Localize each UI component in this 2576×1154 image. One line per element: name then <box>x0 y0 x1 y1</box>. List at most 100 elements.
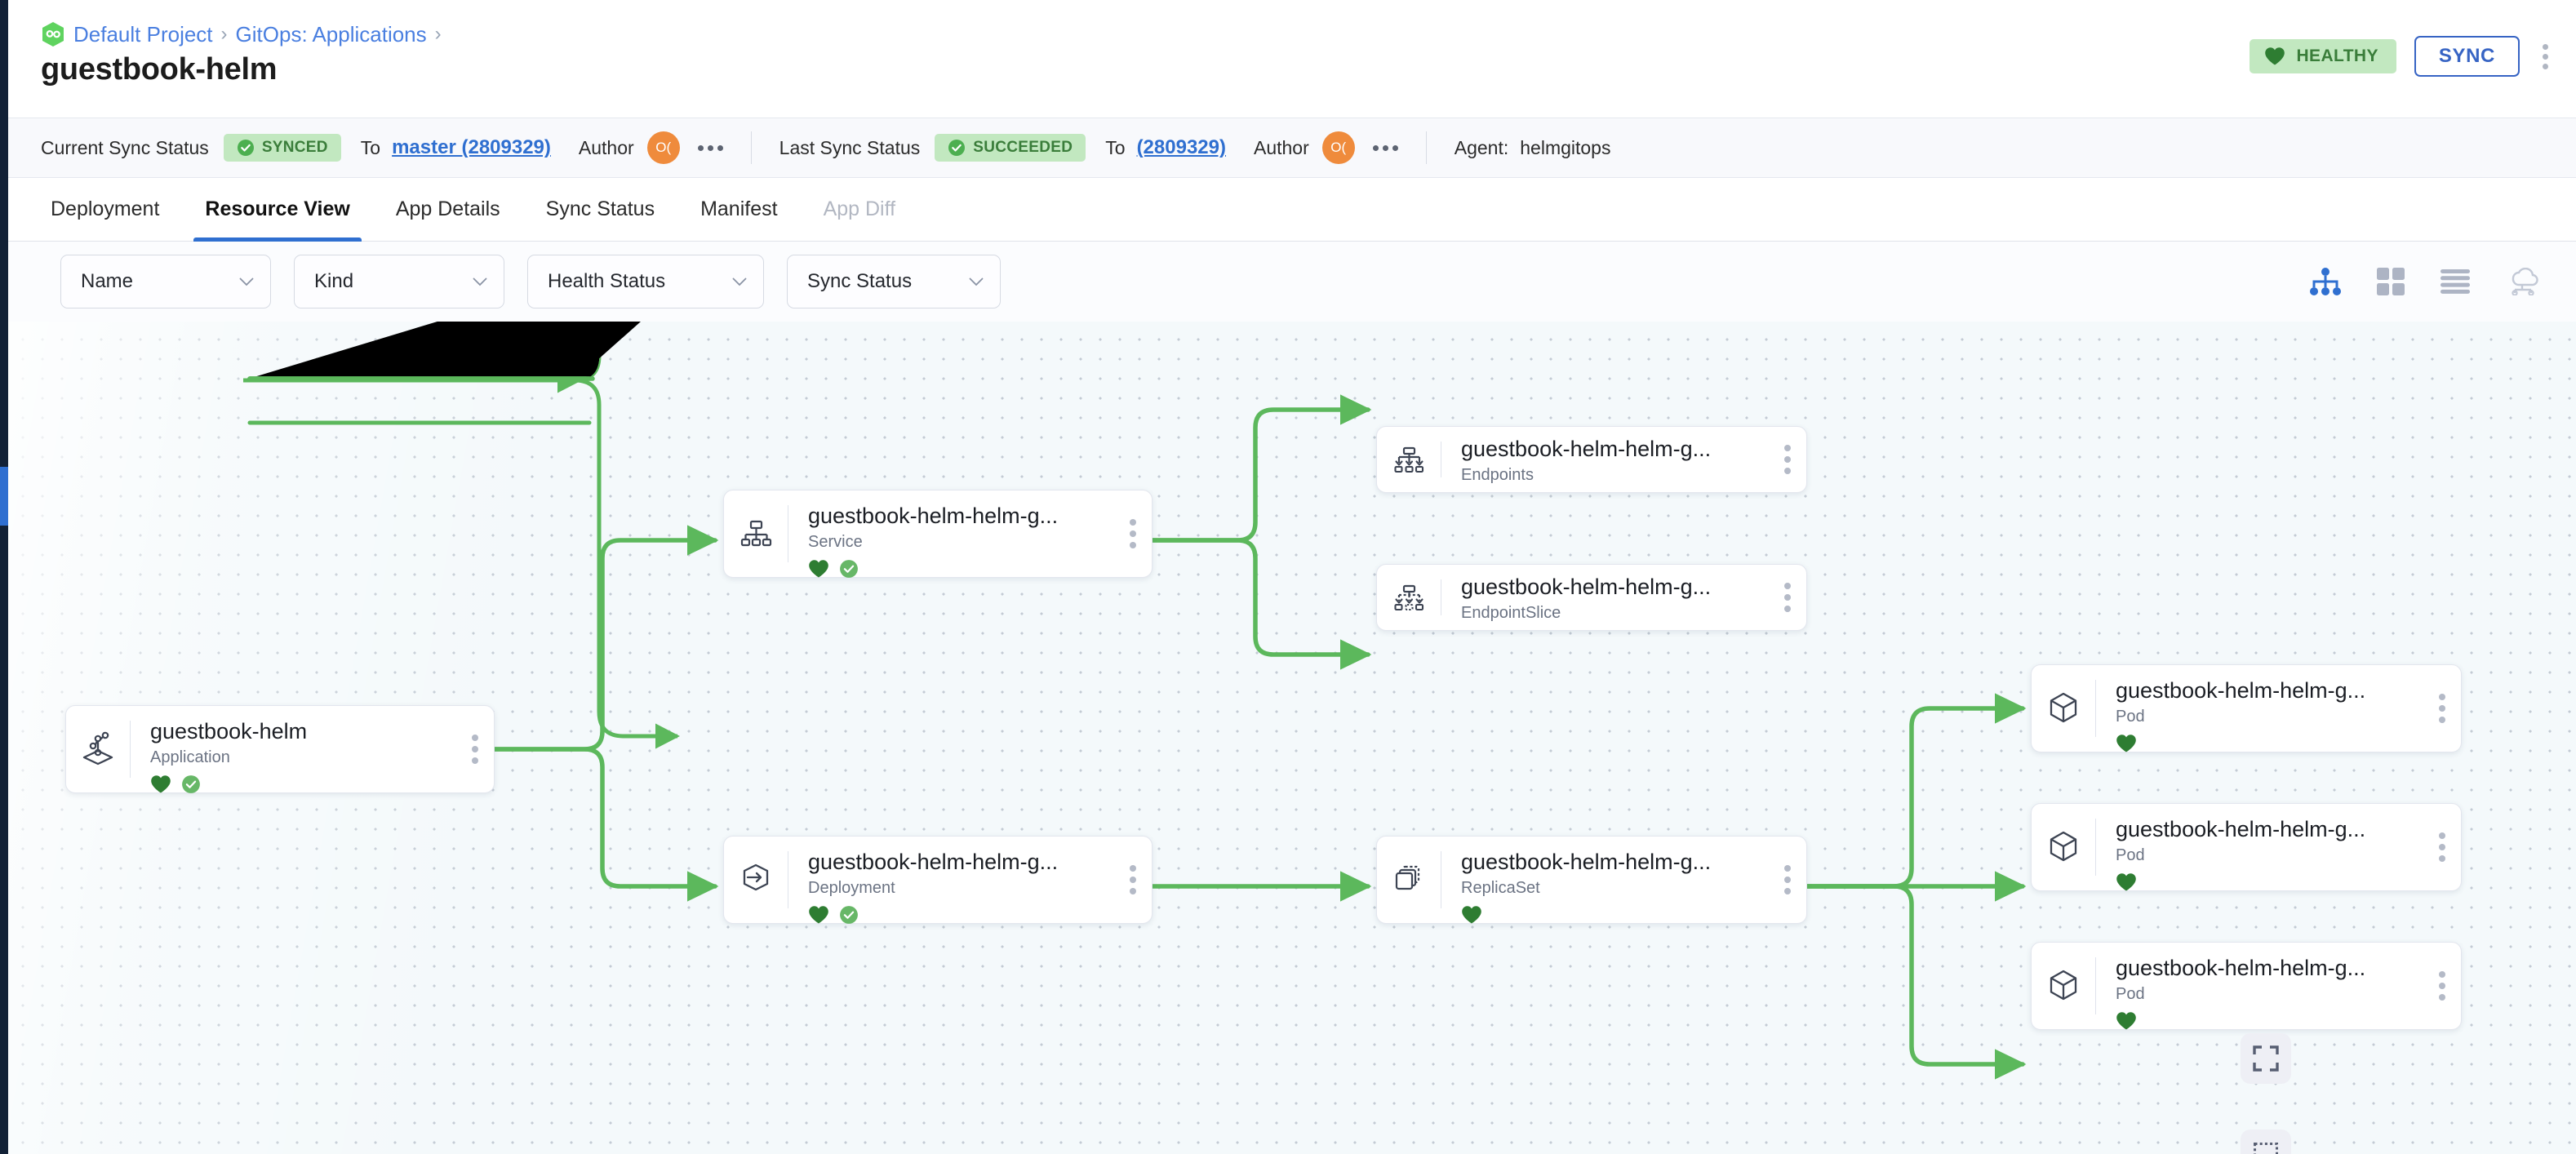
tab-bar: Deployment Resource View App Details Syn… <box>8 178 2576 242</box>
filter-kind-select[interactable]: Kind <box>294 255 504 308</box>
node-kind: Pod <box>2116 708 2145 726</box>
node-kind: Service <box>808 533 863 552</box>
node-pod-3[interactable]: guestbook-helm-helm-g... Pod <box>2031 942 2462 1030</box>
connectors <box>247 376 595 381</box>
current-sync-status-badge: SYNCED <box>223 134 341 162</box>
chevron-down-icon <box>969 277 984 286</box>
node-replicaset[interactable]: guestbook-helm-helm-g... ReplicaSet <box>1376 836 1807 924</box>
node-kebab-icon[interactable] <box>1114 490 1152 577</box>
node-badges <box>2116 1010 2423 1032</box>
status-divider-2 <box>1425 131 1427 164</box>
node-kebab-icon[interactable] <box>1769 565 1806 630</box>
node-kind: Application <box>150 748 230 767</box>
check-circle-icon <box>840 906 858 925</box>
node-badges <box>808 903 1114 926</box>
page-header: Default Project › GitOps: Applications ›… <box>8 0 2576 118</box>
check-circle-icon-2 <box>948 140 966 156</box>
fit-to-screen-button[interactable] <box>2241 1033 2291 1084</box>
agent-label: Agent: <box>1454 136 1509 158</box>
current-sync-more-icon[interactable] <box>697 144 723 151</box>
agent-value: helmgitops <box>1520 136 1611 158</box>
filter-bar: Name Kind Health Status Sync Status <box>8 242 2576 322</box>
node-title: guestbook-helm-helm-g... <box>2116 956 2366 980</box>
node-kind: Pod <box>2116 985 2145 1004</box>
filter-sync-status-value: Sync Status <box>807 270 913 292</box>
heart-icon <box>2116 735 2136 752</box>
tab-deployment[interactable]: Deployment <box>51 198 160 220</box>
node-kind: ReplicaSet <box>1461 879 1540 898</box>
header-actions: HEALTHY SYNC <box>2250 36 2553 77</box>
node-kebab-icon[interactable] <box>1769 837 1806 923</box>
node-kebab-icon[interactable] <box>2423 665 2461 752</box>
pod-icon <box>2032 665 2095 752</box>
heart-icon <box>809 560 828 578</box>
argo-logo-icon <box>42 22 64 47</box>
check-circle-icon <box>237 140 254 156</box>
node-kebab-icon[interactable] <box>2423 804 2461 890</box>
dashed-square-icon <box>2254 1143 2278 1154</box>
breadcrumb: Default Project › GitOps: Applications › <box>41 21 442 47</box>
node-service[interactable]: guestbook-helm-helm-g... Service <box>723 490 1153 580</box>
node-kind: EndpointSlice <box>1461 604 1561 623</box>
current-revision-link[interactable]: master (2809329) <box>392 136 551 158</box>
last-author-label: Author <box>1253 136 1309 158</box>
current-sync-status-label: Current Sync Status <box>41 136 209 158</box>
node-kebab-icon[interactable] <box>1769 427 1806 492</box>
node-pod-2[interactable]: guestbook-helm-helm-g... Pod <box>2031 803 2462 891</box>
node-pod-1[interactable]: guestbook-helm-helm-g... Pod <box>2031 664 2462 752</box>
resource-tree-edges-main <box>247 420 592 425</box>
heart-icon <box>151 775 171 793</box>
node-divider <box>2095 957 2096 1014</box>
pod-icon <box>2032 943 2095 1029</box>
filter-name-value: Name <box>81 270 134 292</box>
helm-application-icon <box>66 706 130 792</box>
heart-icon <box>2265 47 2285 65</box>
graph-edges <box>492 394 2027 1080</box>
expand-icon <box>2253 1045 2279 1072</box>
tab-sync-status[interactable]: Sync Status <box>545 198 655 220</box>
current-sync-status-value: SYNCED <box>261 139 328 156</box>
last-revision-link[interactable]: (2809329) <box>1136 136 1226 158</box>
grid-view-icon[interactable] <box>2377 268 2405 295</box>
current-author-label: Author <box>578 136 634 158</box>
current-sync-to-label: To <box>360 136 381 158</box>
node-deployment[interactable]: guestbook-helm-helm-g... Deployment <box>723 836 1153 926</box>
node-badges <box>1461 903 1769 926</box>
list-view-icon[interactable] <box>2441 269 2470 294</box>
tab-manifest[interactable]: Manifest <box>700 198 778 220</box>
node-endpointslice[interactable]: guestbook-helm-helm-g... EndpointSlice <box>1376 564 1807 631</box>
last-sync-more-icon[interactable] <box>1372 144 1398 151</box>
node-badges <box>808 557 1114 580</box>
resource-tree-canvas[interactable]: guestbook-helm Application <box>8 322 2576 1154</box>
node-kebab-icon[interactable] <box>456 706 494 792</box>
health-badge-label: HEALTHY <box>2296 47 2378 65</box>
node-title: guestbook-helm-helm-g... <box>2116 817 2366 841</box>
tab-resource-view[interactable]: Resource View <box>182 178 372 242</box>
node-title: guestbook-helm-helm-g... <box>1461 575 1712 599</box>
node-divider <box>2095 680 2096 737</box>
endpointslice-icon <box>1377 565 1441 630</box>
heart-icon <box>2116 873 2136 891</box>
filter-health-status-select[interactable]: Health Status <box>527 255 764 308</box>
filter-sync-status-select[interactable]: Sync Status <box>787 255 1001 308</box>
last-sync-to-label: To <box>1105 136 1126 158</box>
tree-view-icon[interactable] <box>2310 268 2341 295</box>
tab-app-details[interactable]: App Details <box>395 198 500 220</box>
breadcrumb-link-gitops-applications[interactable]: GitOps: Applications <box>235 21 427 47</box>
header-kebab-icon[interactable] <box>2538 39 2553 74</box>
check-circle-icon <box>840 560 858 579</box>
node-badges <box>2116 871 2423 894</box>
node-kebab-icon[interactable] <box>2423 943 2461 1029</box>
heart-icon <box>809 906 828 924</box>
node-application[interactable]: guestbook-helm Application <box>65 705 495 796</box>
node-title: guestbook-helm-helm-g... <box>808 850 1059 874</box>
node-badges <box>150 773 456 796</box>
select-area-button[interactable] <box>2241 1130 2291 1154</box>
sync-button[interactable]: SYNC <box>2414 36 2520 77</box>
breadcrumb-link-default-project[interactable]: Default Project <box>73 21 213 47</box>
node-endpoints[interactable]: guestbook-helm-helm-g... Endpoints <box>1376 426 1807 493</box>
node-kebab-icon[interactable] <box>1114 837 1152 923</box>
network-view-icon[interactable] <box>2506 268 2538 295</box>
node-title: guestbook-helm-helm-g... <box>808 504 1059 528</box>
filter-name-select[interactable]: Name <box>60 255 271 308</box>
